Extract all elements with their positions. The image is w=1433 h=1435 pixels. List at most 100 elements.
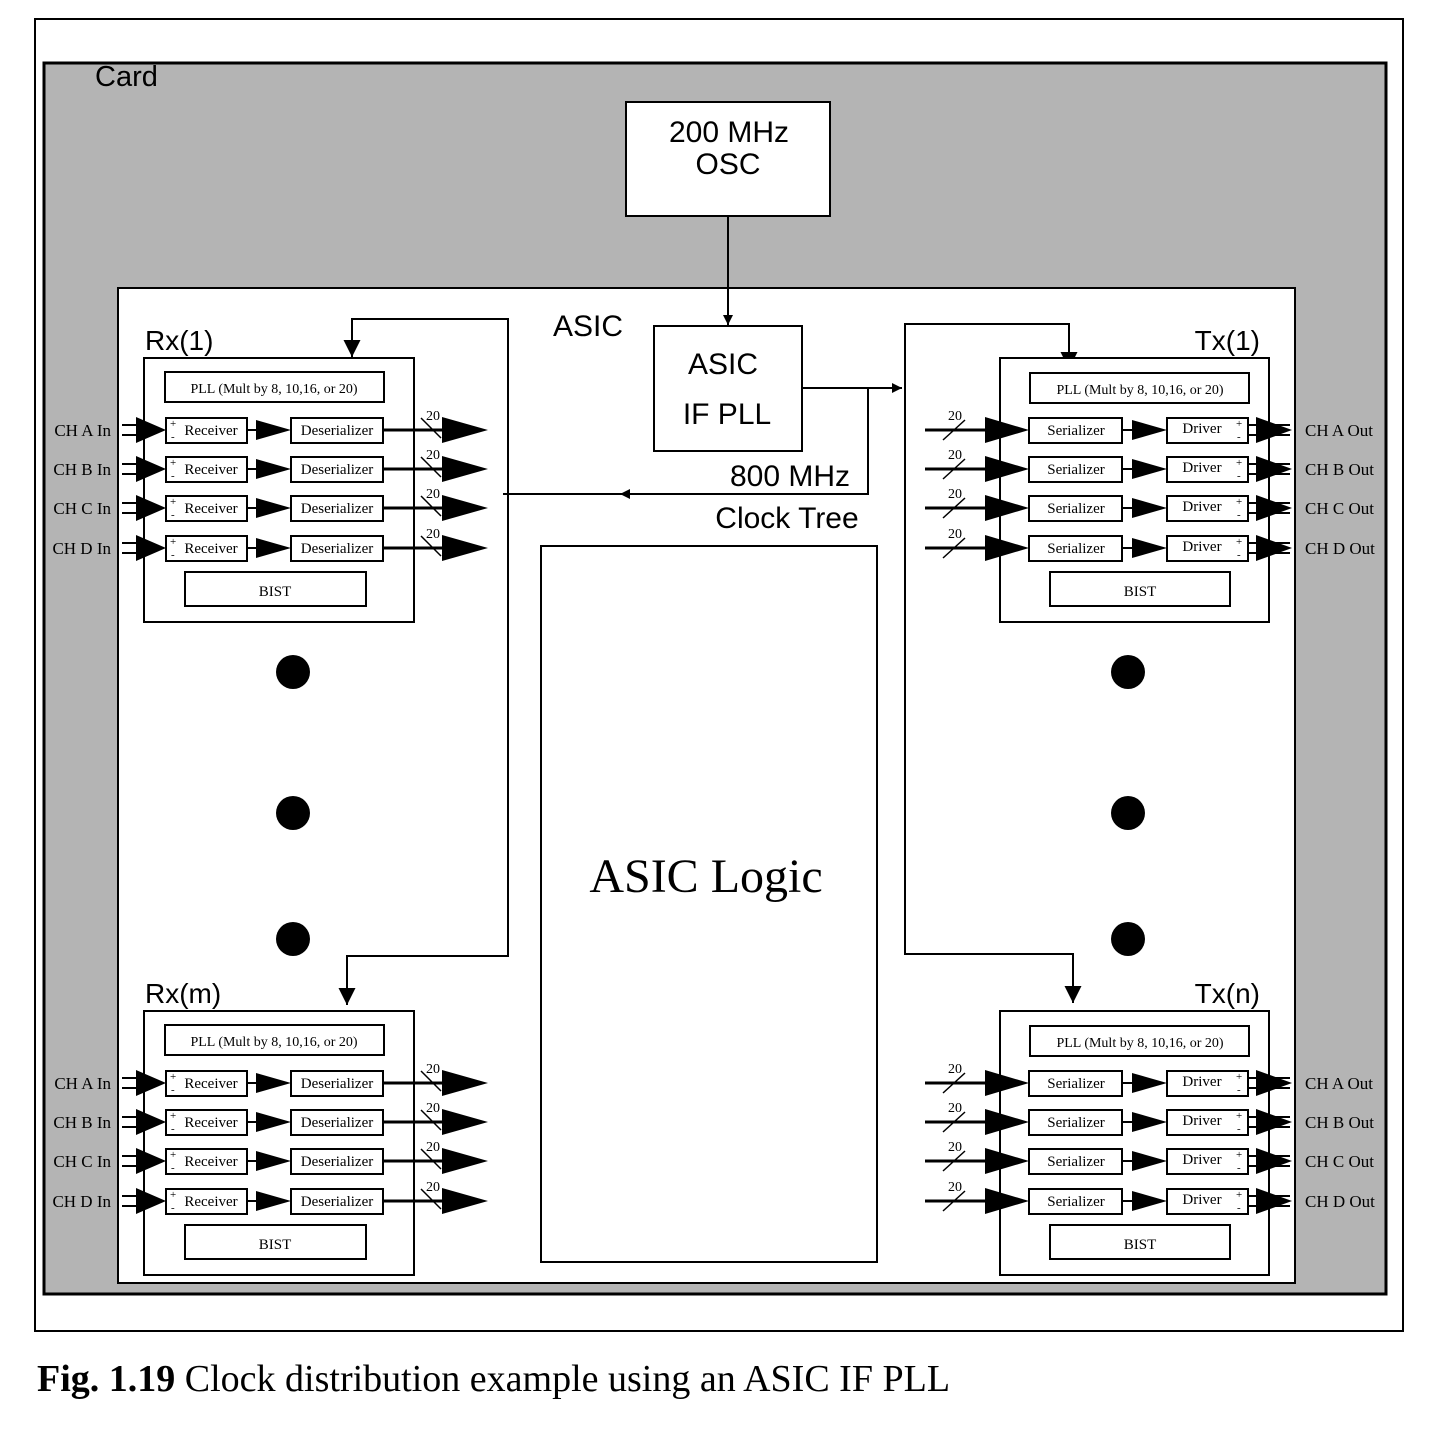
minus-sign: - — [171, 1084, 175, 1096]
minus-sign: - — [1237, 1084, 1241, 1096]
driver-label: Driver — [1182, 1152, 1221, 1168]
deserializer-box — [290, 1148, 384, 1175]
driver-label: Driver — [1182, 421, 1221, 437]
receiver-label: Receiver — [184, 501, 237, 517]
receiver-label: Receiver — [184, 1154, 237, 1170]
bus-slash — [942, 1190, 966, 1212]
receiver-box — [165, 456, 248, 483]
bist-label: BIST — [1124, 584, 1157, 600]
pll-box — [1029, 1025, 1250, 1057]
bus-width-label: 20 — [426, 1062, 440, 1077]
output-arrow-icon — [442, 1070, 488, 1096]
bus-width-label: 20 — [948, 487, 962, 502]
output-arrow-icon — [1256, 535, 1292, 561]
plus-sign: + — [1236, 1071, 1242, 1083]
deserializer-box — [290, 456, 384, 483]
plus-sign: + — [170, 1110, 176, 1122]
deserializer-box — [290, 495, 384, 522]
asic-label: ASIC — [553, 310, 623, 343]
serializer-label: Serializer — [1047, 541, 1104, 557]
signal-arrow-icon — [256, 498, 291, 518]
driver-box — [1166, 1109, 1249, 1136]
bist-label: BIST — [1124, 1237, 1157, 1253]
receiver-label: Receiver — [184, 1115, 237, 1131]
minus-sign: - — [1237, 549, 1241, 561]
driver-box — [1166, 1070, 1249, 1097]
minus-sign: - — [171, 1202, 175, 1214]
output-arrow-icon — [1256, 1148, 1292, 1174]
output-arrow-icon — [442, 535, 488, 561]
input-arrow-icon — [985, 1188, 1029, 1214]
card-label: Card — [95, 61, 158, 93]
signal-arrow-icon — [256, 459, 291, 479]
driver-label: Driver — [1182, 499, 1221, 515]
bist-label: BIST — [259, 584, 292, 600]
bus-slash — [420, 1148, 442, 1170]
bus-width-label: 20 — [426, 1180, 440, 1195]
pll-label: PLL (Mult by 8, 10,16, or 20) — [1056, 383, 1223, 398]
input-arrow-icon — [985, 1109, 1029, 1135]
osc-label-name: OSC — [695, 148, 760, 181]
bist-box — [184, 571, 367, 607]
serializer-box — [1028, 1148, 1123, 1175]
tx-block-title: Tx(n) — [1195, 978, 1260, 1009]
tx-channel-label: CH C Out — [1305, 499, 1374, 518]
deserializer-label: Deserializer — [301, 462, 373, 478]
signal-arrow-icon — [1132, 538, 1167, 558]
rx-block-title: Rx(m) — [145, 978, 221, 1009]
pll-box — [1029, 372, 1250, 404]
receiver-box — [165, 535, 248, 562]
bus-width-label: 20 — [426, 1140, 440, 1155]
output-arrow-icon — [1256, 1188, 1292, 1214]
bus-slash — [942, 419, 966, 441]
rx-channel-label: CH C In — [53, 1152, 111, 1171]
figure-caption-text: Clock distribution example using an ASIC… — [175, 1358, 951, 1400]
tx-block-title: Tx(1) — [1195, 325, 1260, 356]
serializer-label: Serializer — [1047, 1194, 1104, 1210]
serializer-label: Serializer — [1047, 462, 1104, 478]
serializer-box — [1028, 535, 1123, 562]
minus-sign: - — [171, 549, 175, 561]
driver-label: Driver — [1182, 1113, 1221, 1129]
tx-channel-label: CH A Out — [1305, 1074, 1373, 1093]
deserializer-label: Deserializer — [301, 541, 373, 557]
rx-block: Rx(m)PLL (Mult by 8, 10,16, or 20)CH A I… — [52, 978, 488, 1276]
tx-channel-label: CH A Out — [1305, 421, 1373, 440]
minus-sign: - — [1237, 1162, 1241, 1174]
plus-sign: + — [170, 457, 176, 469]
figure-caption: Fig. 1.19 Clock distribution example usi… — [37, 1357, 950, 1401]
serializer-label: Serializer — [1047, 1115, 1104, 1131]
rx-channel-label: CH A In — [54, 421, 111, 440]
osc-box — [625, 101, 831, 217]
plus-sign: + — [1236, 1189, 1242, 1201]
input-arrow-icon — [985, 1148, 1029, 1174]
minus-sign: - — [1237, 1123, 1241, 1135]
asic-logic-label: ASIC Logic — [589, 850, 822, 903]
signal-arrow-icon — [256, 420, 291, 440]
serializer-label: Serializer — [1047, 1076, 1104, 1092]
bus-slash — [420, 495, 442, 517]
bus-slash — [942, 1150, 966, 1172]
deserializer-label: Deserializer — [301, 423, 373, 439]
minus-sign: - — [1237, 1202, 1241, 1214]
deserializer-label: Deserializer — [301, 1194, 373, 1210]
driver-box — [1166, 456, 1249, 483]
signal-arrow-icon — [1132, 498, 1167, 518]
rx-channel-label: CH D In — [52, 539, 111, 558]
signal-arrow-icon — [1132, 1151, 1167, 1171]
deserializer-label: Deserializer — [301, 1076, 373, 1092]
rx-channel-label: CH B In — [53, 460, 111, 479]
figure-number: Fig. 1.19 — [37, 1358, 176, 1400]
tx-channel-label: CH B Out — [1305, 1113, 1374, 1132]
signal-arrow-icon — [1132, 459, 1167, 479]
bist-box — [1049, 1224, 1231, 1260]
receiver-label: Receiver — [184, 541, 237, 557]
bus-slash — [942, 537, 966, 559]
